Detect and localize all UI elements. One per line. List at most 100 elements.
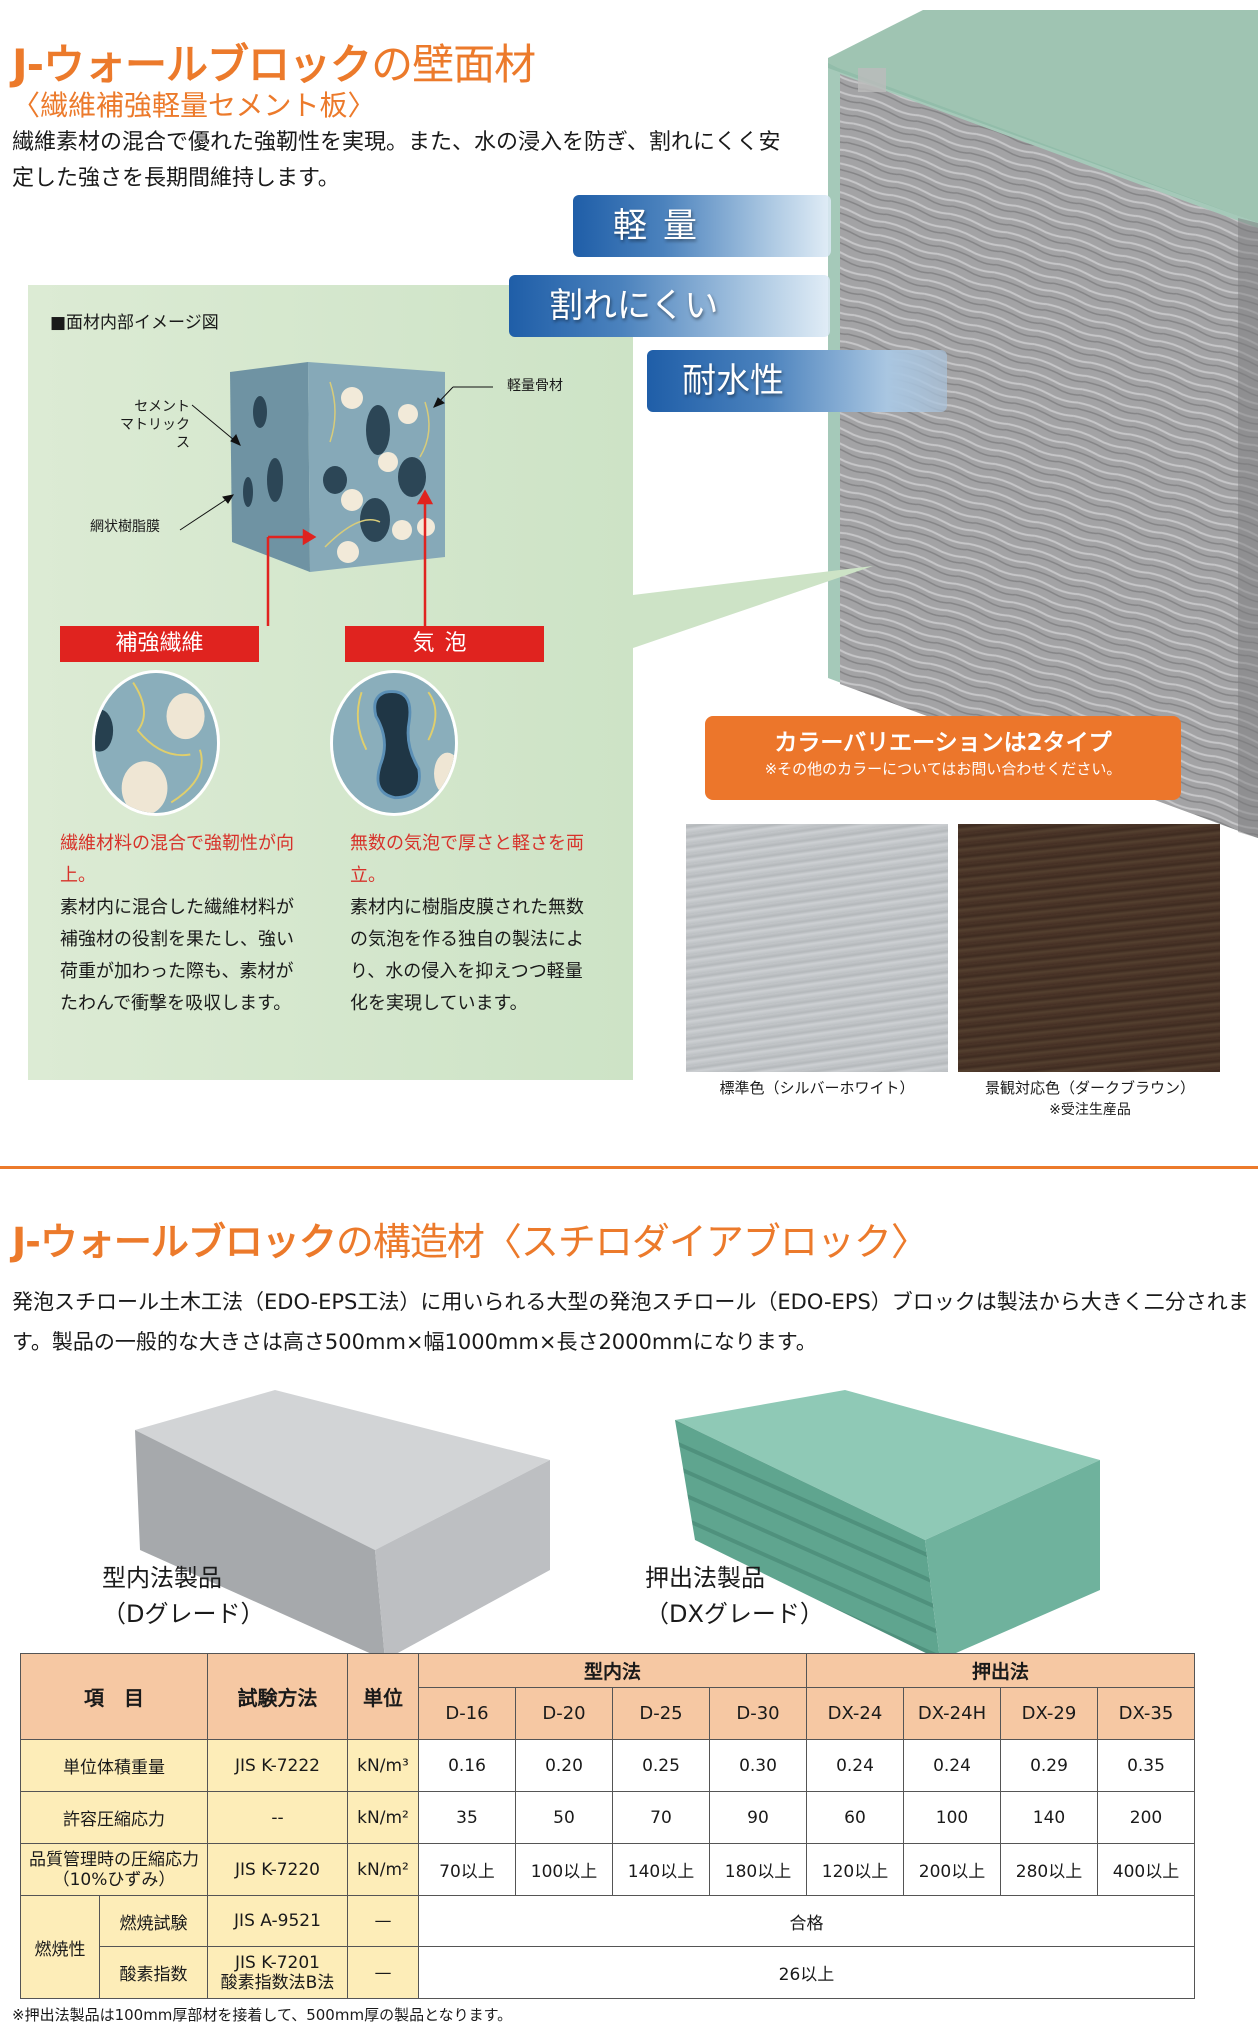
header-method: 試験方法 [207,1653,348,1740]
color-variation-heading: カラーバリエーションは2タイプ [774,730,1112,756]
cell-value: 280以上 [1000,1843,1098,1896]
cell-value: 0.29 [1000,1739,1098,1792]
product-name: 型内法製品 [102,1564,222,1592]
cell-value: 100 [903,1791,1001,1844]
header-grade: DX-24 [806,1687,904,1740]
header-grade: DX-35 [1097,1687,1195,1740]
feature-badge-lightweight: 軽量 [573,195,831,257]
product-grade: （Dグレード） [102,1600,265,1628]
table-header-row-1: 項 目 試験方法 単位 型内法 押出法 [20,1653,1195,1740]
header-grade: DX-24H [903,1687,1001,1740]
section2-intro: 発泡スチロール土木工法（EDO-EPS工法）に用いられる大型の発泡スチロール（E… [12,1290,1249,1354]
row-unit: — [347,1946,419,1999]
fiber-description-highlight: 繊維材料の混合で強靭性が向上。 [60,833,294,886]
header-grade: D-20 [515,1687,613,1740]
cell-value: 60 [806,1791,904,1844]
cell-value: 180以上 [709,1843,807,1896]
section-divider [0,1166,1258,1169]
cell-value-merged: 26以上 [418,1946,1195,1999]
cell-value: 70以上 [418,1843,516,1896]
row-item: 酸素指数 [99,1946,208,1999]
diagram-leader-lines [179,386,493,626]
header-grade: D-30 [709,1687,807,1740]
color-variation-banner: カラーバリエーションは2タイプ ※その他のカラーについてはお問い合わせください。 [705,716,1181,800]
swatch-dark-brown [958,824,1220,1072]
section2-title-brand: J-ウォールブロック [12,1220,337,1264]
fiber-description: 繊維材料の混合で強靭性が向上。 素材内に混合した繊維材料が補強材の役割を果たし、… [60,828,310,1020]
tag-reinforcing-fiber: 補強繊維 [60,626,259,662]
row-unit: kN/m³ [347,1739,419,1792]
cell-value: 70 [612,1791,710,1844]
section1-intro: 繊維素材の混合で優れた強靭性を実現。また、水の浸入を防ぎ、割れにくく安定した強さ… [12,130,781,191]
row-method: JIS K-7220 [207,1843,348,1896]
spec-table: 項 目 試験方法 単位 型内法 押出法 D-16 D-20 D-25 D-30 … [20,1653,1195,1999]
row-item-main: 品質管理時の圧縮応力 [29,1849,199,1870]
header-grade: D-25 [612,1687,710,1740]
cell-value: 200以上 [903,1843,1001,1896]
section2-title: J-ウォールブロックの構造材〈スチロダイアブロック〉 [12,1218,929,1266]
tag-air-bubble: 気泡 [345,626,544,662]
diagram-pointer-arrow [633,566,873,648]
section2-title-rest: の構造材〈スチロダイアブロック〉 [335,1220,929,1264]
cell-value: 0.25 [612,1739,710,1792]
feature-badge-crack-resistant: 割れにくい [509,275,830,337]
row-method: -- [207,1791,348,1844]
badge-label: 軽量 [613,206,713,246]
swatch-label-silver-white: 標準色（シルバーホワイト） [719,1079,915,1097]
block-image-d-grade [120,1390,550,1660]
badge-label: 割れにくい [549,286,719,326]
row-unit: — [347,1895,419,1947]
cell-value: 400以上 [1097,1843,1195,1896]
row-group-combustion: 燃焼性 [20,1895,100,1999]
table-row: 許容圧縮応力 -- kN/m² 35 50 70 90 60 100 140 2… [20,1791,1195,1844]
label-resin-film: 網状樹脂膜 [90,519,160,535]
cell-value: 0.35 [1097,1739,1195,1792]
swatch-label-dark-brown: 景観対応色（ダークブラウン） [984,1079,1195,1097]
product-grade: （DXグレード） [645,1600,824,1628]
table-row: 品質管理時の圧縮応力 （10%ひずみ） JIS K-7220 kN/m² 70以… [20,1843,1195,1896]
color-variation-note: ※その他のカラーについてはお問い合わせください。 [764,760,1122,778]
cell-value: 0.30 [709,1739,807,1792]
header-unit: 単位 [347,1653,419,1740]
cell-value: 50 [515,1791,613,1844]
header-item: 項 目 [20,1653,208,1740]
row-method-main: JIS K-7201 [235,1952,320,1973]
product-name: 押出法製品 [645,1564,765,1592]
row-unit: kN/m² [347,1791,419,1844]
cell-value: 0.24 [903,1739,1001,1792]
cell-value: 0.24 [806,1739,904,1792]
table-row: 単位体積重量 JIS K-7222 kN/m³ 0.16 0.20 0.25 0… [20,1739,1195,1792]
header-group-molded: 型内法 [418,1653,807,1688]
fiber-description-body: 素材内に混合した繊維材料が補強材の役割を果たし、強い荷重が加わった際も、素材がた… [60,897,294,1014]
row-item: 品質管理時の圧縮応力 （10%ひずみ） [20,1843,208,1896]
cell-value: 0.20 [515,1739,613,1792]
swatch-silver-white [686,824,948,1072]
product-label-d-grade: 型内法製品 （Dグレード） [102,1560,264,1632]
table-header-row-2: D-16 D-20 D-25 D-30 DX-24 DX-24H DX-29 D… [21,1687,1195,1740]
row-method: JIS A-9521 [207,1895,348,1947]
cell-value: 100以上 [515,1843,613,1896]
bubble-description-body: 素材内に樹脂皮膜された無数の気泡を作る独自の製法により、水の侵入を抑えつつ軽量化… [350,897,584,1014]
section1-title: J-ウォールブロックの壁面材 [12,40,536,90]
cell-value-merged: 合格 [418,1895,1195,1947]
section1-subtitle: 〈繊維補強軽量セメント板〉 [12,89,376,122]
fiber-closeup-image [92,670,220,816]
cell-value: 0.16 [418,1739,516,1792]
bubble-closeup-image [330,670,458,816]
header-group-extruded: 押出法 [806,1653,1195,1688]
cell-value: 35 [418,1791,516,1844]
cell-value: 140 [1000,1791,1098,1844]
header-grade: DX-29 [1000,1687,1098,1740]
badge-label: 耐水性 [682,361,784,401]
bubble-description: 無数の気泡で厚さと軽さを両立。 素材内に樹脂皮膜された無数の気泡を作る独自の製法… [350,828,600,1020]
row-item: 単位体積重量 [20,1739,208,1792]
diagram-caption: ■面材内部イメージ図 [50,313,219,333]
product-label-dx-grade: 押出法製品 （DXグレード） [645,1560,824,1632]
row-method: JIS K-7201 酸素指数法B法 [207,1946,348,1999]
row-item-sub: （10%ひずみ） [52,1869,176,1890]
label-lightweight-aggregate: 軽量骨材 [507,378,563,394]
block-image-dx-grade [660,1390,1100,1660]
row-item: 燃焼試験 [99,1895,208,1947]
header-grade: D-16 [418,1687,516,1740]
cell-value: 120以上 [806,1843,904,1896]
